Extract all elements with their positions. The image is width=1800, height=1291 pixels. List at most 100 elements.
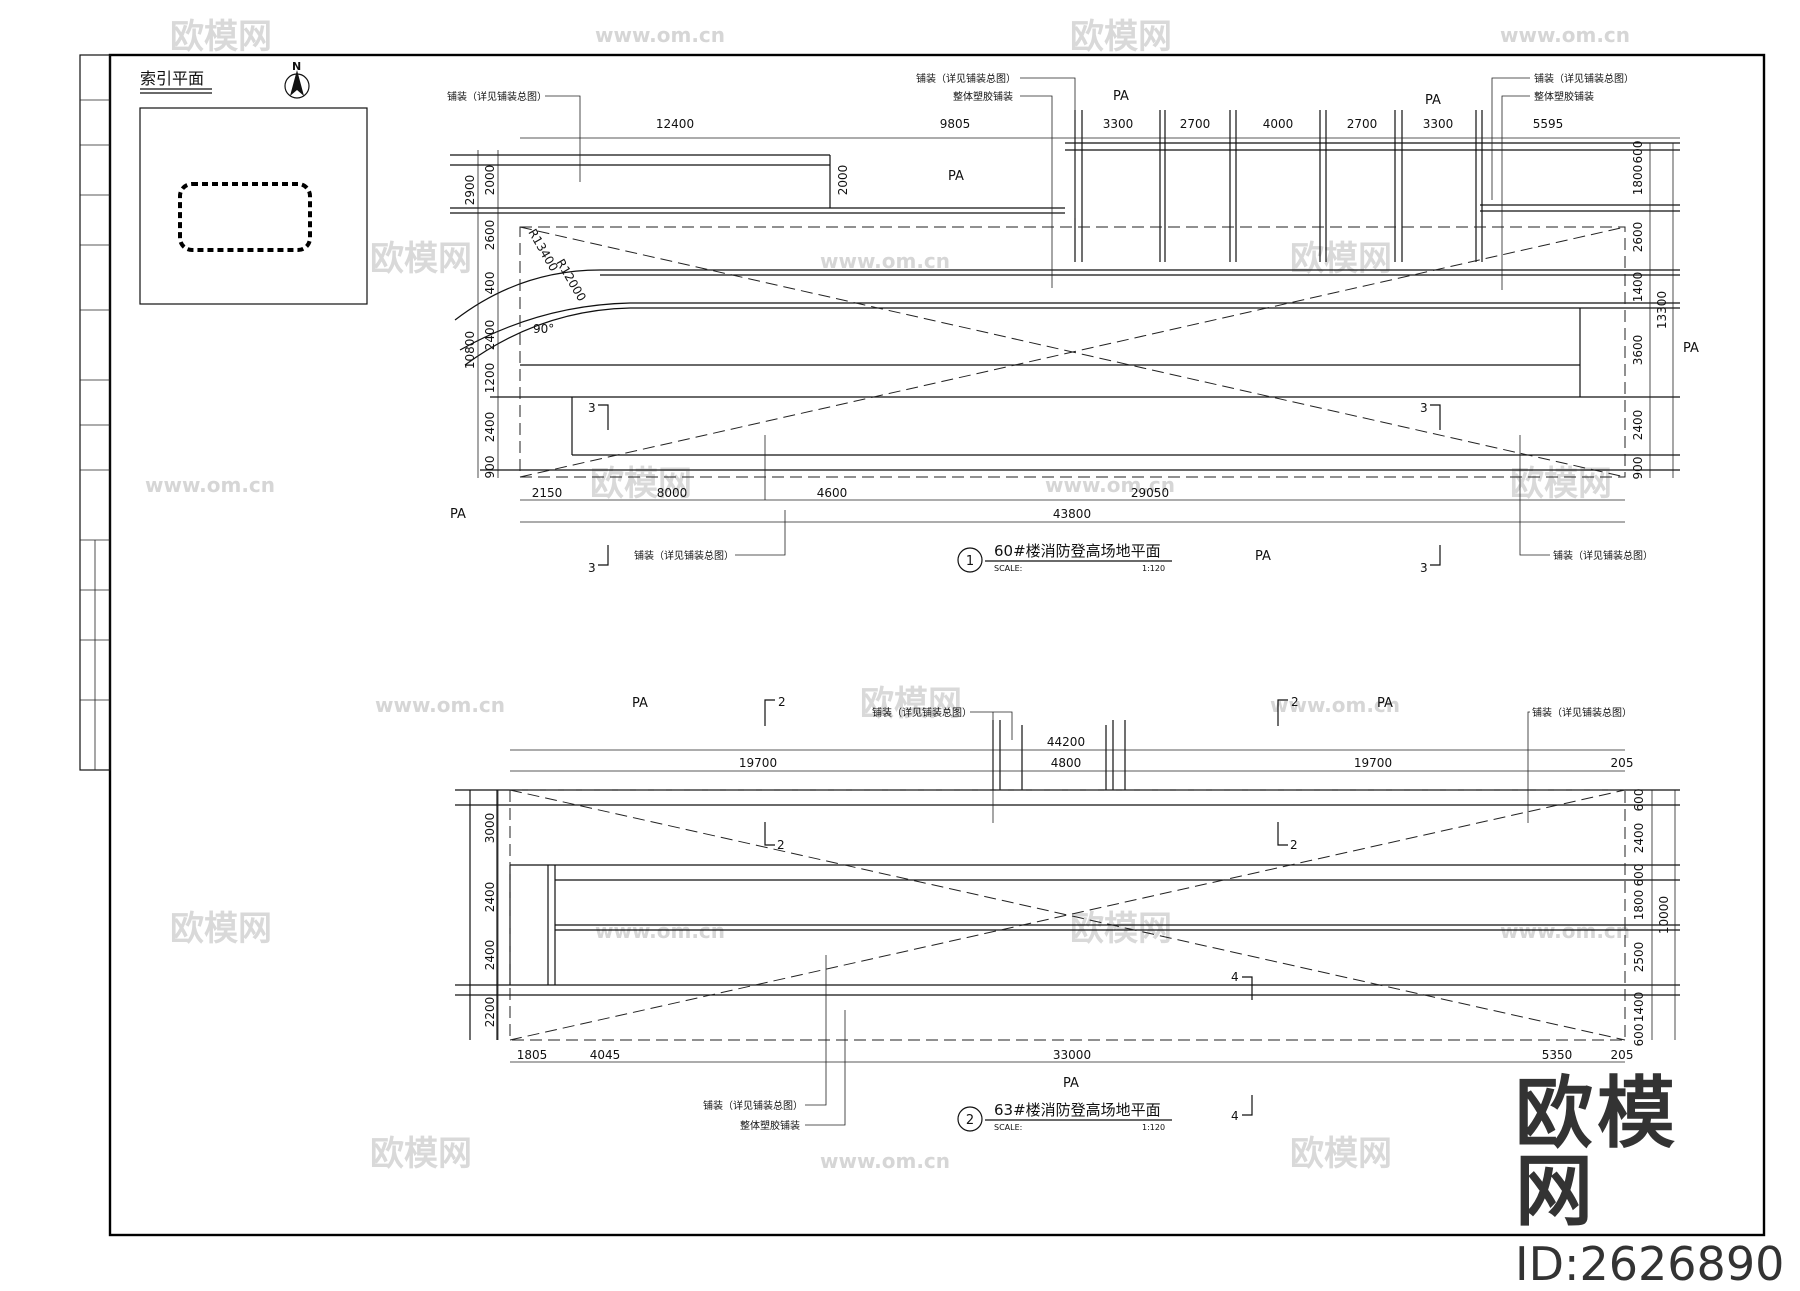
plan-60-bottom-dim: 4600: [817, 486, 848, 500]
plan-63-top-dim: 19700: [1354, 756, 1392, 770]
plan-63-bottom-dim: 4045: [590, 1048, 621, 1062]
plan-60-right-dim: 3600: [1631, 335, 1645, 366]
plan-60-top-dim: 2700: [1180, 117, 1211, 131]
plan-60-left-dim: 400: [483, 272, 497, 295]
plan-63-right-dim: 600: [1632, 864, 1646, 887]
brand-name: 欧模网: [1515, 1069, 1680, 1237]
plan-63-right-dim: 2400: [1632, 823, 1646, 854]
plan-60-pa-label: PA: [1425, 93, 1441, 108]
plan-63-left-dim: 2400: [483, 882, 497, 913]
watermark-logo: 欧模网: [370, 1134, 472, 1174]
plan-60-linework: [450, 110, 1680, 471]
plan-60-title-block: 1 60#楼消防登高场地平面 SCALE: 1:120: [957, 542, 1172, 573]
plan-63-section-mark: 2: [1291, 695, 1299, 709]
watermark-url: www.om.cn: [595, 23, 725, 47]
plan-60-top-dim: 9805: [940, 117, 971, 131]
plan-63-right-dim: 1400: [1632, 992, 1646, 1023]
watermark-url: www.om.cn: [375, 693, 505, 717]
plan-60-section-mark: 3: [1420, 401, 1428, 415]
plan-60-right-dim: 1800: [1631, 165, 1645, 196]
plan-63-note-rubber: 整体塑胶铺装: [740, 1119, 800, 1132]
watermark-url: www.om.cn: [145, 473, 275, 497]
plan-60-left-dim: 10800: [463, 331, 477, 369]
plan-63-pa-label: PA: [1377, 696, 1393, 711]
watermark-logo: 欧模网: [170, 17, 272, 57]
plan-60-bottom-dim: 29050: [1131, 486, 1169, 500]
plan-60-left-dim: 2000: [483, 165, 497, 196]
plan-63-fire-zone: [509, 789, 1626, 1041]
plan-60-pa-label: PA: [1113, 89, 1129, 104]
plan-60-drawing: 12400 9805 3300 2700 4000 2700 3300 5595…: [447, 72, 1699, 575]
plan-63-left-dim: 2400: [483, 940, 497, 971]
plan-60-note-paving: 铺装（详见铺装总图）: [1534, 72, 1634, 85]
plan-60-note-rubber: 整体塑胶铺装: [953, 90, 1013, 103]
plan-60-left-dim: 2400: [483, 320, 497, 351]
watermark-url: www.om.cn: [820, 249, 950, 273]
plan-60-right-dim: 2600: [1631, 222, 1645, 253]
plan-60-pa-label: PA: [1683, 341, 1699, 356]
watermark-logo: 欧模网: [1070, 17, 1172, 57]
plan-60-right-dim: 600: [1631, 141, 1645, 164]
plan-63-left-dim: 2200: [483, 997, 497, 1028]
plan-60-note-paving: 铺装（详见铺装总图）: [916, 72, 1016, 85]
plan-63-bottom-dim: 5350: [1542, 1048, 1573, 1062]
plan-63-right-dim: 10000: [1657, 896, 1671, 934]
watermark-url: www.om.cn: [1500, 919, 1630, 943]
plan-63-section-mark: 2: [777, 838, 785, 852]
watermark-url: www.om.cn: [1500, 23, 1630, 47]
plan-63-number: 2: [966, 1113, 974, 1128]
plan-63-number-bubble: [957, 1106, 983, 1132]
plan-63-bottom-dim: 33000: [1053, 1048, 1091, 1062]
north-arrow-icon: N: [284, 60, 310, 99]
plan-63-scale-label: SCALE:: [994, 1123, 1022, 1132]
watermark-layer: 欧模网 欧模网 欧模网 欧模网 欧模网 欧模网 欧模网 欧模网 欧模网 欧模网 …: [145, 17, 1630, 1174]
plan-60-top-dim: 4000: [1263, 117, 1294, 131]
plan-60-top-dim: 2700: [1347, 117, 1378, 131]
plan-60-bottom-dim: 8000: [657, 486, 688, 500]
plan-63-right-dim: 2500: [1632, 942, 1646, 973]
plan-60-left-dim: 1200: [483, 363, 497, 394]
plan-63-section-mark: 4: [1231, 1109, 1239, 1123]
plan-63-section-markers: [764, 699, 1288, 1116]
plan-60-left-dim: 2400: [483, 412, 497, 443]
plan-60-left-dim: 900: [483, 456, 497, 479]
plan-60-right-dim: 13300: [1655, 291, 1669, 329]
key-plan-frame: [139, 107, 368, 305]
plan-60-note-paving: 铺装（详见铺装总图）: [634, 549, 734, 562]
plan-60-leaders: [545, 77, 1550, 556]
watermark-logo: 欧模网: [1290, 1134, 1392, 1174]
plan-60-left-dim: 2600: [483, 220, 497, 251]
plan-60-top-dim: 3300: [1103, 117, 1134, 131]
sheet-border: [108, 53, 1766, 1237]
plan-60-total-dim: 43800: [1053, 507, 1091, 521]
key-plan-title: 索引平面: [140, 69, 204, 88]
north-label: N: [292, 60, 301, 73]
plan-63-top-dim: 205: [1611, 756, 1634, 770]
plan-63-title: 63#楼消防登高场地平面: [994, 1101, 1161, 1119]
plan-63-title-block: 2 63#楼消防登高场地平面 SCALE: 1:120: [957, 1101, 1172, 1132]
plan-60-section-mark: 3: [588, 401, 596, 415]
key-plan-site-marker: [178, 182, 312, 252]
plan-63-drawing: 44200 19700 4800 19700 205 3000 2400 240…: [455, 695, 1680, 1132]
plan-63-pa-label: PA: [632, 696, 648, 711]
plan-63-top-dim: 19700: [739, 756, 777, 770]
plan-63-bottom-dim: 205: [1611, 1048, 1634, 1062]
plan-63-right-dim: 1800: [1632, 890, 1646, 921]
plan-63-section-mark: 2: [1290, 838, 1298, 852]
plan-63-top-dim: 4800: [1051, 756, 1082, 770]
plan-60-top-dim: 5595: [1533, 117, 1564, 131]
watermark-url: www.om.cn: [820, 1149, 950, 1173]
watermark-logo: 欧模网: [1290, 239, 1392, 279]
plan-63-leaders: [805, 711, 1530, 1126]
plan-60-scale-label: SCALE:: [994, 564, 1022, 573]
plan-60-number: 1: [966, 554, 974, 569]
plan-60-scale-value: 1:120: [1142, 564, 1165, 573]
brand-id: ID:2626890: [1515, 1237, 1785, 1291]
drawing-sheet: 欧模网 欧模网 欧模网 欧模网 欧模网 欧模网 欧模网 欧模网 欧模网 欧模网 …: [79, 17, 1766, 1237]
plan-60-angle: 90°: [533, 322, 554, 336]
plan-63-right-dim: 600: [1632, 1024, 1646, 1047]
plan-60-right-dim: 1400: [1631, 272, 1645, 303]
plan-63-note-paving: 铺装（详见铺装总图）: [872, 706, 972, 719]
watermark-logo: 欧模网: [170, 909, 272, 949]
plan-63-section-mark: 2: [778, 695, 786, 709]
